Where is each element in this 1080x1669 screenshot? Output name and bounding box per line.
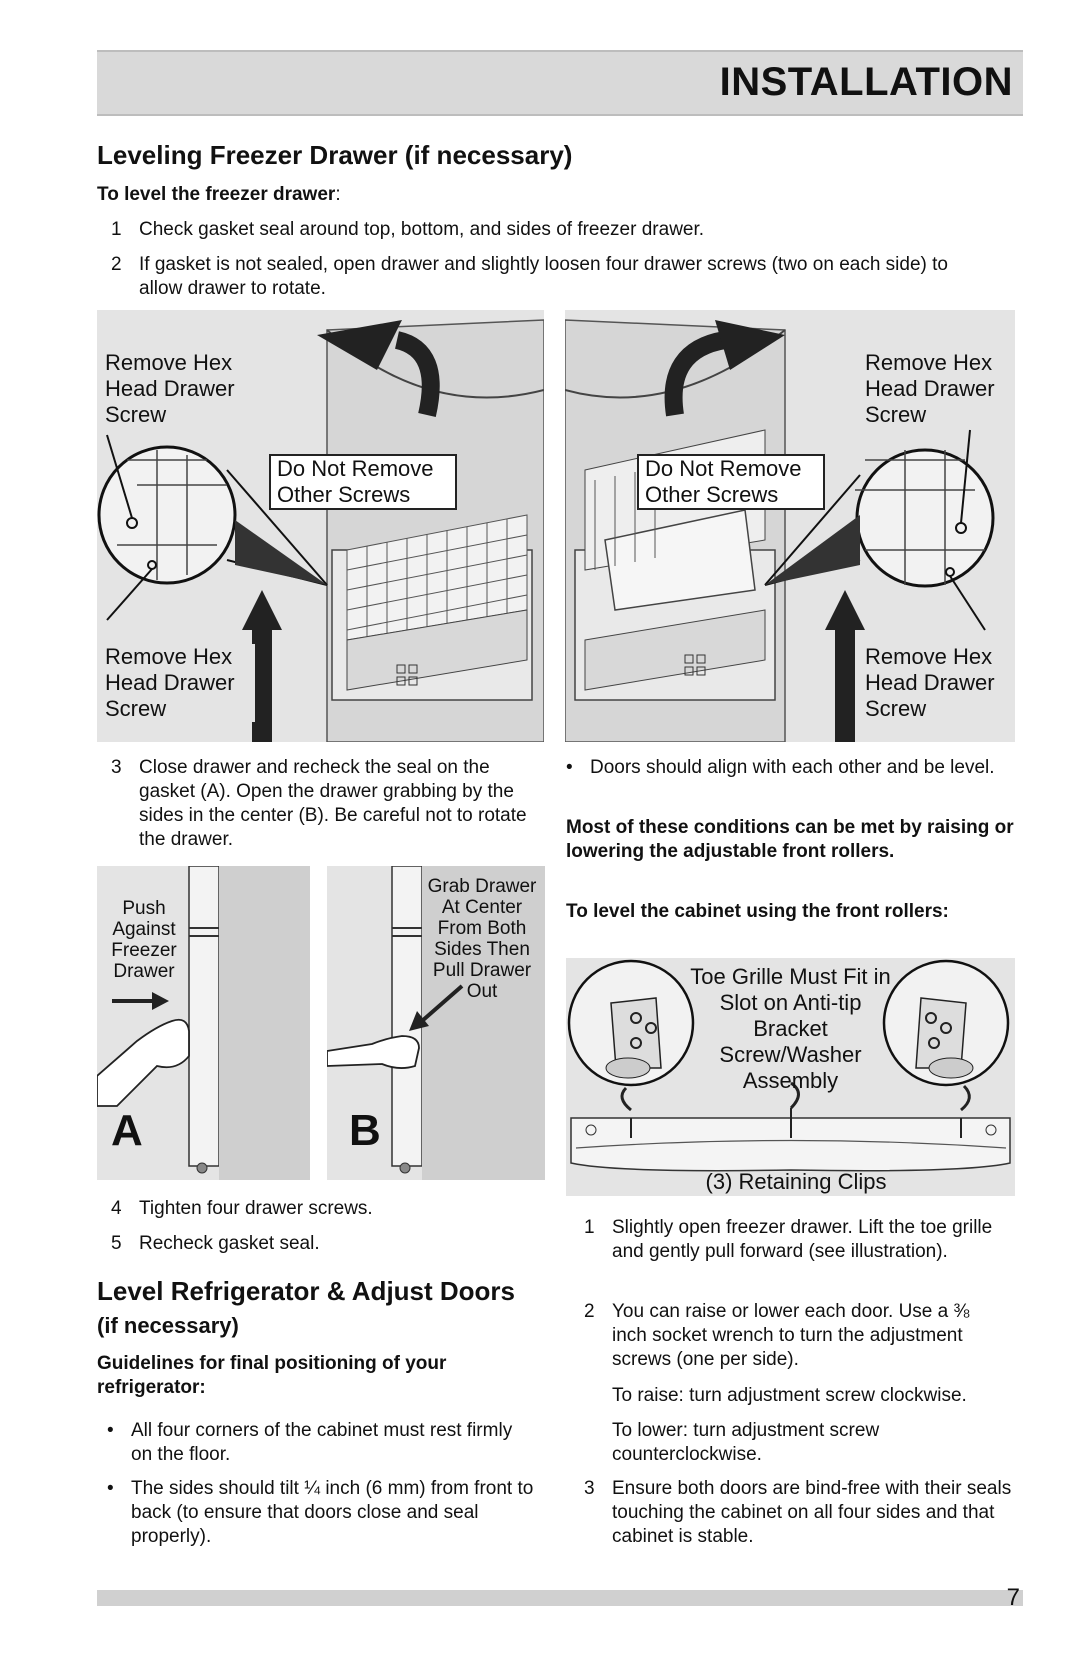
intro-line: To level the freezer drawer:	[97, 183, 341, 207]
list-item: 3 Ensure both doors are bind-free with t…	[584, 1477, 1024, 1549]
step-number: 1	[111, 219, 122, 240]
caption-grab-drawer: Grab Drawer At Center From Both Sides Th…	[427, 876, 537, 1002]
conditions-note: Most of these conditions can be met by r…	[566, 817, 1014, 862]
list-item: • The sides should tilt ¼ inch (6 mm) fr…	[107, 1477, 537, 1549]
caption-push-against: Push Against Freezer Drawer	[111, 898, 177, 982]
list-item: To lower: turn adjustment screw counterc…	[584, 1419, 1004, 1467]
step-number: 3	[111, 757, 122, 778]
step-number: 2	[584, 1301, 595, 1322]
label-remove-hex-top-right: Remove Hex Head Drawer Screw	[865, 350, 995, 427]
list-item: 2 If gasket is not sealed, open drawer a…	[111, 253, 996, 301]
step-text: You can raise or lower each door. Use a …	[612, 1301, 970, 1370]
label-remove-hex-bottom-right: Remove Hex Head Drawer Screw	[865, 644, 1015, 722]
figure-letter-a: A	[111, 1106, 143, 1155]
label-do-not-remove-right: Do Not Remove Other Screws	[637, 454, 825, 510]
toe-grille-illustration	[566, 958, 1015, 1196]
list-item: 4 Tighten four drawer screws.	[111, 1197, 541, 1221]
bullet-text: Doors should align with each other and b…	[590, 757, 995, 778]
step-number: 2	[111, 254, 122, 275]
section-heading-leveling: Leveling Freezer Drawer (if necessary)	[97, 140, 573, 170]
list-item: 1 Check gasket seal around top, bottom, …	[111, 218, 1011, 242]
footer-bar	[97, 1590, 1023, 1606]
label-retaining-clips: (3) Retaining Clips	[705, 1169, 887, 1194]
step-text: Recheck gasket seal.	[139, 1233, 320, 1254]
list-item: 1 Slightly open freezer drawer. Lift the…	[584, 1216, 1004, 1264]
list-item: 3 Close drawer and recheck the seal on t…	[111, 756, 546, 852]
grab-drawer-illustration	[327, 866, 545, 1180]
step-number: 4	[111, 1198, 122, 1219]
figure-a: Push Against Freezer Drawer A	[97, 866, 310, 1180]
bullet-mark: •	[107, 1478, 114, 1499]
drawer-figure-right: Remove Hex Head Drawer Screw Do Not Remo…	[565, 310, 1015, 742]
step-text: Tighten four drawer screws.	[139, 1198, 373, 1219]
step-number: 3	[584, 1478, 595, 1499]
drawer-figure-left: Remove Hex Head Drawer Screw Do Not Remo…	[97, 310, 544, 742]
step-number: 1	[584, 1217, 595, 1238]
step-text: Check gasket seal around top, bottom, an…	[139, 219, 705, 240]
step-text: To raise: turn adjustment screw clockwis…	[612, 1385, 967, 1406]
page-title: INSTALLATION	[719, 60, 1013, 104]
label-remove-hex-bottom: Remove Hex Head Drawer Screw	[105, 644, 255, 722]
bullet-text: All four corners of the cabinet must res…	[131, 1420, 513, 1465]
guidelines-heading: Guidelines for final positioning of your…	[97, 1353, 447, 1398]
figure-b: Grab Drawer At Center From Both Sides Th…	[327, 866, 545, 1180]
list-item: • All four corners of the cabinet must r…	[107, 1419, 537, 1467]
step-text: Ensure both doors are bind-free with the…	[612, 1478, 1012, 1547]
label-remove-hex-top: Remove Hex Head Drawer Screw	[105, 350, 235, 427]
push-drawer-illustration	[97, 866, 310, 1180]
header-bar: INSTALLATION	[97, 50, 1023, 116]
page-number: 7	[1006, 1584, 1020, 1611]
step-text: If gasket is not sealed, open drawer and…	[139, 254, 948, 299]
toe-grille-figure: Toe Grille Must Fit in Slot on Anti-tip …	[566, 958, 1015, 1196]
step-number: 5	[111, 1233, 122, 1254]
list-item: To raise: turn adjustment screw clockwis…	[584, 1384, 1024, 1408]
label-do-not-remove: Do Not Remove Other Screws	[269, 454, 457, 510]
intro-bold: To level the freezer drawer	[97, 184, 336, 205]
bullet-mark: •	[566, 757, 573, 778]
step-text: Close drawer and recheck the seal on the…	[139, 757, 527, 850]
section-subheading: (if necessary)	[97, 1313, 239, 1338]
intro-colon: :	[335, 184, 341, 205]
step-text: To lower: turn adjustment screw counterc…	[612, 1420, 880, 1465]
figure-letter-b: B	[349, 1106, 381, 1155]
list-item: 2 You can raise or lower each door. Use …	[584, 1300, 1004, 1372]
bullet-mark: •	[107, 1420, 114, 1441]
label-toe-grille: Toe Grille Must Fit in Slot on Anti-tip …	[690, 964, 891, 1093]
list-item: 5 Recheck gasket seal.	[111, 1232, 541, 1256]
step-text: Slightly open freezer drawer. Lift the t…	[612, 1217, 993, 1262]
front-rollers-heading: To level the cabinet using the front rol…	[566, 901, 949, 922]
section-heading-level-refrigerator: Level Refrigerator & Adjust Doors	[97, 1276, 516, 1306]
bullet-text: The sides should tilt ¼ inch (6 mm) from…	[131, 1478, 534, 1547]
list-item: • Doors should align with each other and…	[566, 756, 1021, 780]
